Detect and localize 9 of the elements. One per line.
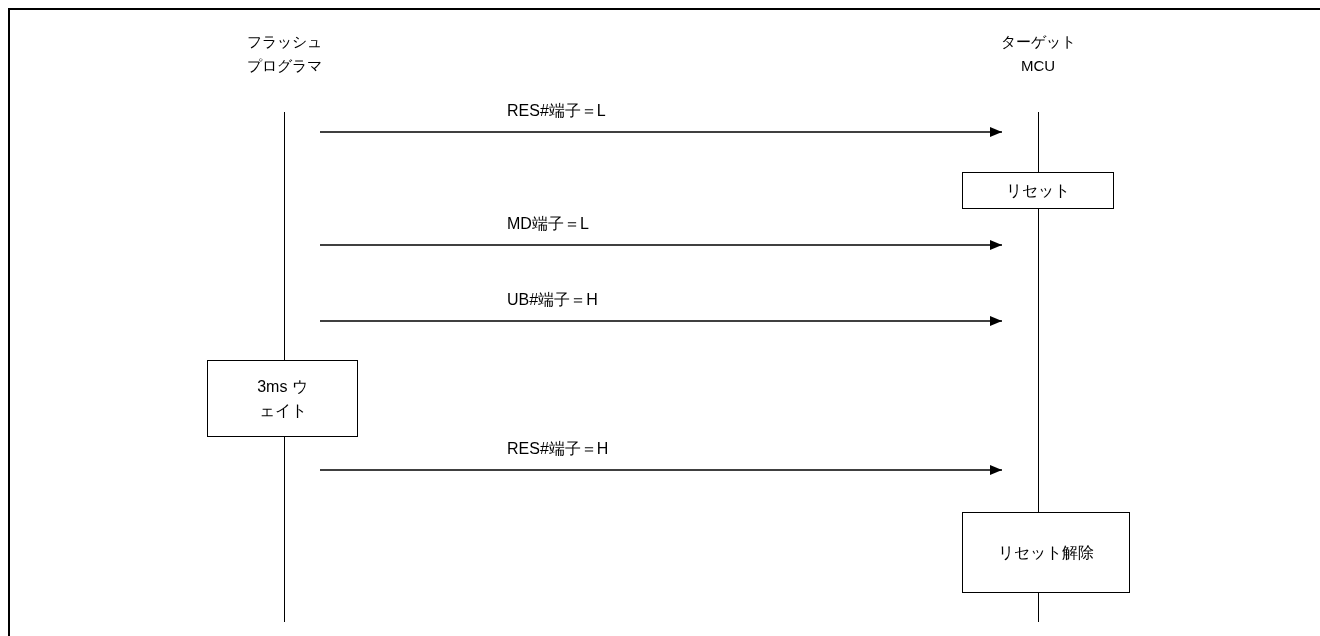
process-box: リセット解除 [962, 512, 1130, 593]
process-box: 3ms ウェイト [207, 360, 358, 437]
arrow [319, 465, 1003, 475]
lifeline-label: ターゲット MCU [999, 32, 1077, 76]
process-box: リセット [962, 172, 1114, 209]
arrow [319, 127, 1003, 137]
lifeline-label: フラッシュプログラマ [245, 32, 323, 76]
arrow [319, 240, 1003, 250]
arrow [319, 316, 1003, 326]
